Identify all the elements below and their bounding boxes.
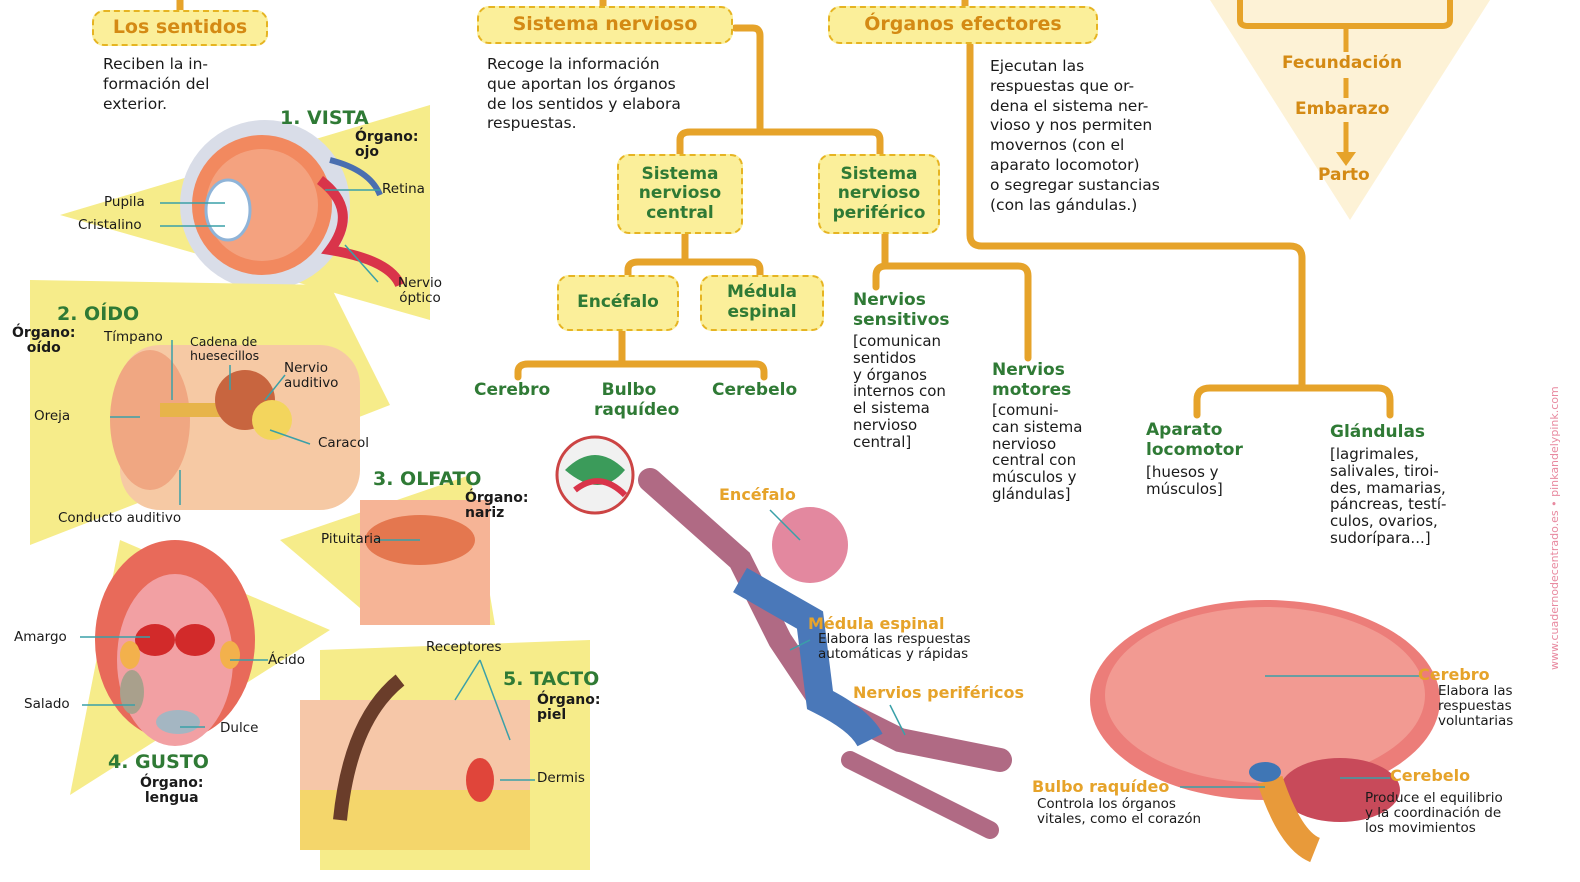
gusto-amargo: Amargo bbox=[14, 630, 67, 645]
pill-snc: Sistema nervioso central bbox=[617, 154, 743, 234]
brain-bulbo-title: Bulbo raquídeo bbox=[1032, 777, 1169, 796]
pill-organos-efectores: Órganos efectores bbox=[828, 6, 1098, 44]
vista-nervio: Nervio óptico bbox=[398, 276, 442, 306]
oido-organ: Órgano: oído bbox=[12, 326, 75, 357]
nervios-sensitivos-desc: [comunican sentidos y órganos internos c… bbox=[853, 333, 988, 451]
vista-pupila: Pupila bbox=[104, 195, 145, 210]
efectores-desc: Ejecutan las respuestas que or- dena el … bbox=[990, 57, 1220, 216]
figure-encefalo: Encéfalo bbox=[719, 485, 796, 504]
side-credit: www.cuadernodecentrado.es • pinkandelypi… bbox=[1548, 290, 1578, 670]
repro-embarazo: Embarazo bbox=[1295, 99, 1389, 119]
sentidos-title: Los sentidos bbox=[113, 17, 247, 39]
nervioso-title: Sistema nervioso bbox=[513, 14, 698, 36]
olfato-organ: Órgano: nariz bbox=[465, 491, 528, 522]
sentidos-desc: Reciben la in- formación del exterior. bbox=[103, 55, 263, 114]
brain-cerebelo-desc: Produce el equilibrio y la coordinación … bbox=[1365, 791, 1503, 836]
gusto-title: 4. GUSTO bbox=[108, 751, 209, 773]
vista-title: 1. VISTA bbox=[280, 107, 369, 129]
tacto-receptores: Receptores bbox=[426, 640, 502, 655]
pill-los-sentidos: Los sentidos bbox=[92, 10, 268, 46]
pill-medula: Médula espinal bbox=[700, 275, 824, 331]
oido-conducto: Conducto auditivo bbox=[58, 511, 181, 526]
label-cerebro: Cerebro bbox=[474, 381, 550, 401]
nervios-motores-title: Nervios motores bbox=[992, 361, 1071, 400]
vista-organ: Órgano: ojo bbox=[355, 130, 418, 161]
pill-sistema-nervioso: Sistema nervioso bbox=[477, 6, 733, 44]
repro-fecundacion: Fecundación bbox=[1282, 53, 1402, 73]
oido-cadena: Cadena de huesecillos bbox=[190, 335, 259, 363]
brain-cerebelo-title: Cerebelo bbox=[1390, 766, 1470, 785]
tacto-title: 5. TACTO bbox=[503, 668, 599, 690]
brain-cerebro-desc: Elabora las respuestas voluntarias bbox=[1438, 684, 1513, 729]
label-cerebelo: Cerebelo bbox=[712, 381, 797, 401]
figure-medula-desc: Elabora las respuestas automáticas y ráp… bbox=[818, 632, 971, 662]
tacto-organ: Órgano: piel bbox=[537, 693, 600, 724]
olfato-title: 3. OLFATO bbox=[373, 468, 481, 490]
oido-oreja: Oreja bbox=[34, 409, 70, 424]
vista-cristalino: Cristalino bbox=[78, 218, 142, 233]
nervios-motores-desc: [comuni- can sistema nervioso central co… bbox=[992, 402, 1112, 503]
glandulas-desc: [lagrimales, salivales, tiroi- des, mama… bbox=[1330, 446, 1500, 547]
pill-snp: Sistema nervioso periférico bbox=[818, 154, 940, 234]
brain-bulbo-desc: Controla los órganos vitales, como el co… bbox=[1037, 797, 1201, 827]
olfato-pituitaria: Pituitaria bbox=[321, 532, 381, 547]
figure-perifericos: Nervios periféricos bbox=[853, 683, 1024, 702]
repro-parto: Parto bbox=[1318, 165, 1370, 185]
skin-illustration bbox=[300, 680, 530, 850]
oido-nervio: Nervio auditivo bbox=[284, 361, 338, 391]
oido-caracol: Caracol bbox=[318, 436, 369, 451]
label-bulbo: Bulbo raquídeo bbox=[594, 381, 664, 420]
gusto-organ: Órgano: lengua bbox=[140, 776, 203, 807]
brain-cerebro-title: Cerebro bbox=[1418, 665, 1490, 684]
pill-encefalo: Encéfalo bbox=[557, 275, 679, 331]
tacto-dermis: Dermis bbox=[537, 771, 585, 786]
aparato-desc: [huesos y músculos] bbox=[1146, 464, 1256, 498]
gusto-acido: Ácido bbox=[268, 653, 305, 668]
gusto-salado: Salado bbox=[24, 697, 70, 712]
oido-timpano: Tímpano bbox=[104, 330, 163, 345]
oido-title: 2. OÍDO bbox=[57, 303, 139, 325]
gusto-dulce: Dulce bbox=[220, 721, 258, 736]
nervios-sensitivos-title: Nervios sensitivos bbox=[853, 291, 950, 330]
efectores-title: Órganos efectores bbox=[864, 14, 1061, 36]
glandulas-title: Glándulas bbox=[1330, 423, 1425, 443]
vista-retina: Retina bbox=[382, 182, 425, 197]
nervioso-desc: Recoge la información que aportan los ór… bbox=[487, 55, 747, 134]
aparato-title: Aparato locomotor bbox=[1146, 421, 1243, 460]
